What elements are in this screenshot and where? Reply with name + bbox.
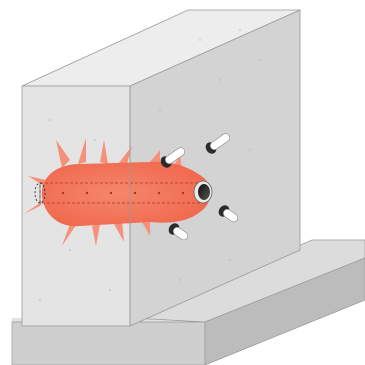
resin-zone-body (42, 162, 211, 226)
footing-front-face (12, 322, 205, 365)
